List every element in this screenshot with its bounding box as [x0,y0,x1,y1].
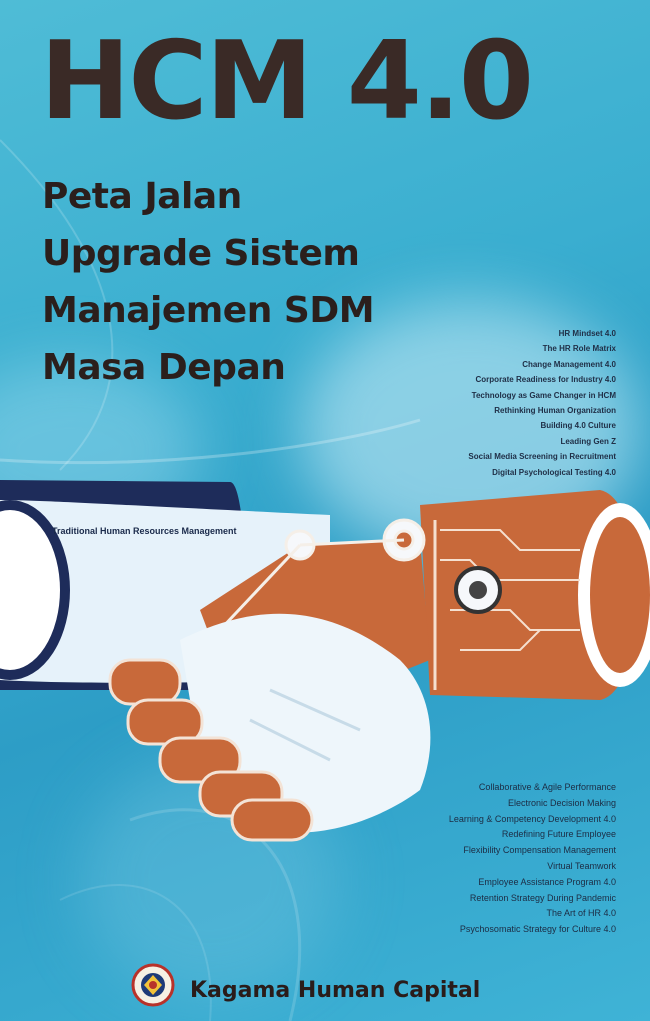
robot-fingers [108,658,314,842]
topic-item: Technology as Game Changer in HCM [471,390,616,400]
topic-list-top: HR Mindset 4.0 The HR Role Matrix Change… [468,326,616,480]
topic-list-bottom: Collaborative & Agile Performance Electr… [449,780,616,938]
topic-item: Redefining Future Employee [501,829,616,840]
subtitle-line: Peta Jalan [42,176,242,217]
book-subtitle: Peta Jalan Upgrade Sistem Manajemen SDM … [42,168,375,396]
topic-item: The Art of HR 4.0 [546,908,616,919]
topic-item: Social Media Screening in Recruitment [468,452,616,462]
sleeve-cuff [0,500,70,680]
publisher-logo-icon [131,963,175,1007]
topic-item: Psychosomatic Strategy for Culture 4.0 [459,924,616,935]
band-label: Traditional Human Resources Management [52,526,237,536]
topic-item: Leading Gen Z [560,436,616,446]
topic-item: Employee Assistance Program 4.0 [478,876,616,887]
topic-item: Retention Strategy During Pandemic [469,892,616,903]
topic-item: The HR Role Matrix [542,344,616,354]
publisher-name: Kagama Human Capital [190,978,481,1003]
robot-sleeve [420,490,638,700]
book-title: HCM 4.0 [40,19,534,144]
topic-item: Virtual Teamwork [547,860,616,871]
topic-item: HR Mindset 4.0 [558,329,616,338]
robot-joints [218,518,426,632]
topic-item: Electronic Decision Making [507,797,616,808]
topic-item: Flexibility Compensation Management [463,845,616,856]
topic-item: Rethinking Human Organization [494,406,616,416]
topic-item: Collaborative & Agile Performance [478,782,616,792]
subtitle-line: Masa Depan [42,347,286,388]
topic-item: Building 4.0 Culture [540,421,616,431]
topic-item: Digital Psychological Testing 4.0 [492,467,616,477]
topic-item: Corporate Readiness for Industry 4.0 [475,375,616,385]
subtitle-line: Manajemen SDM [42,290,375,331]
subtitle-line: Upgrade Sistem [42,233,360,274]
topic-item: Change Management 4.0 [522,359,616,369]
topic-item: Learning & Competency Development 4.0 [448,813,616,824]
